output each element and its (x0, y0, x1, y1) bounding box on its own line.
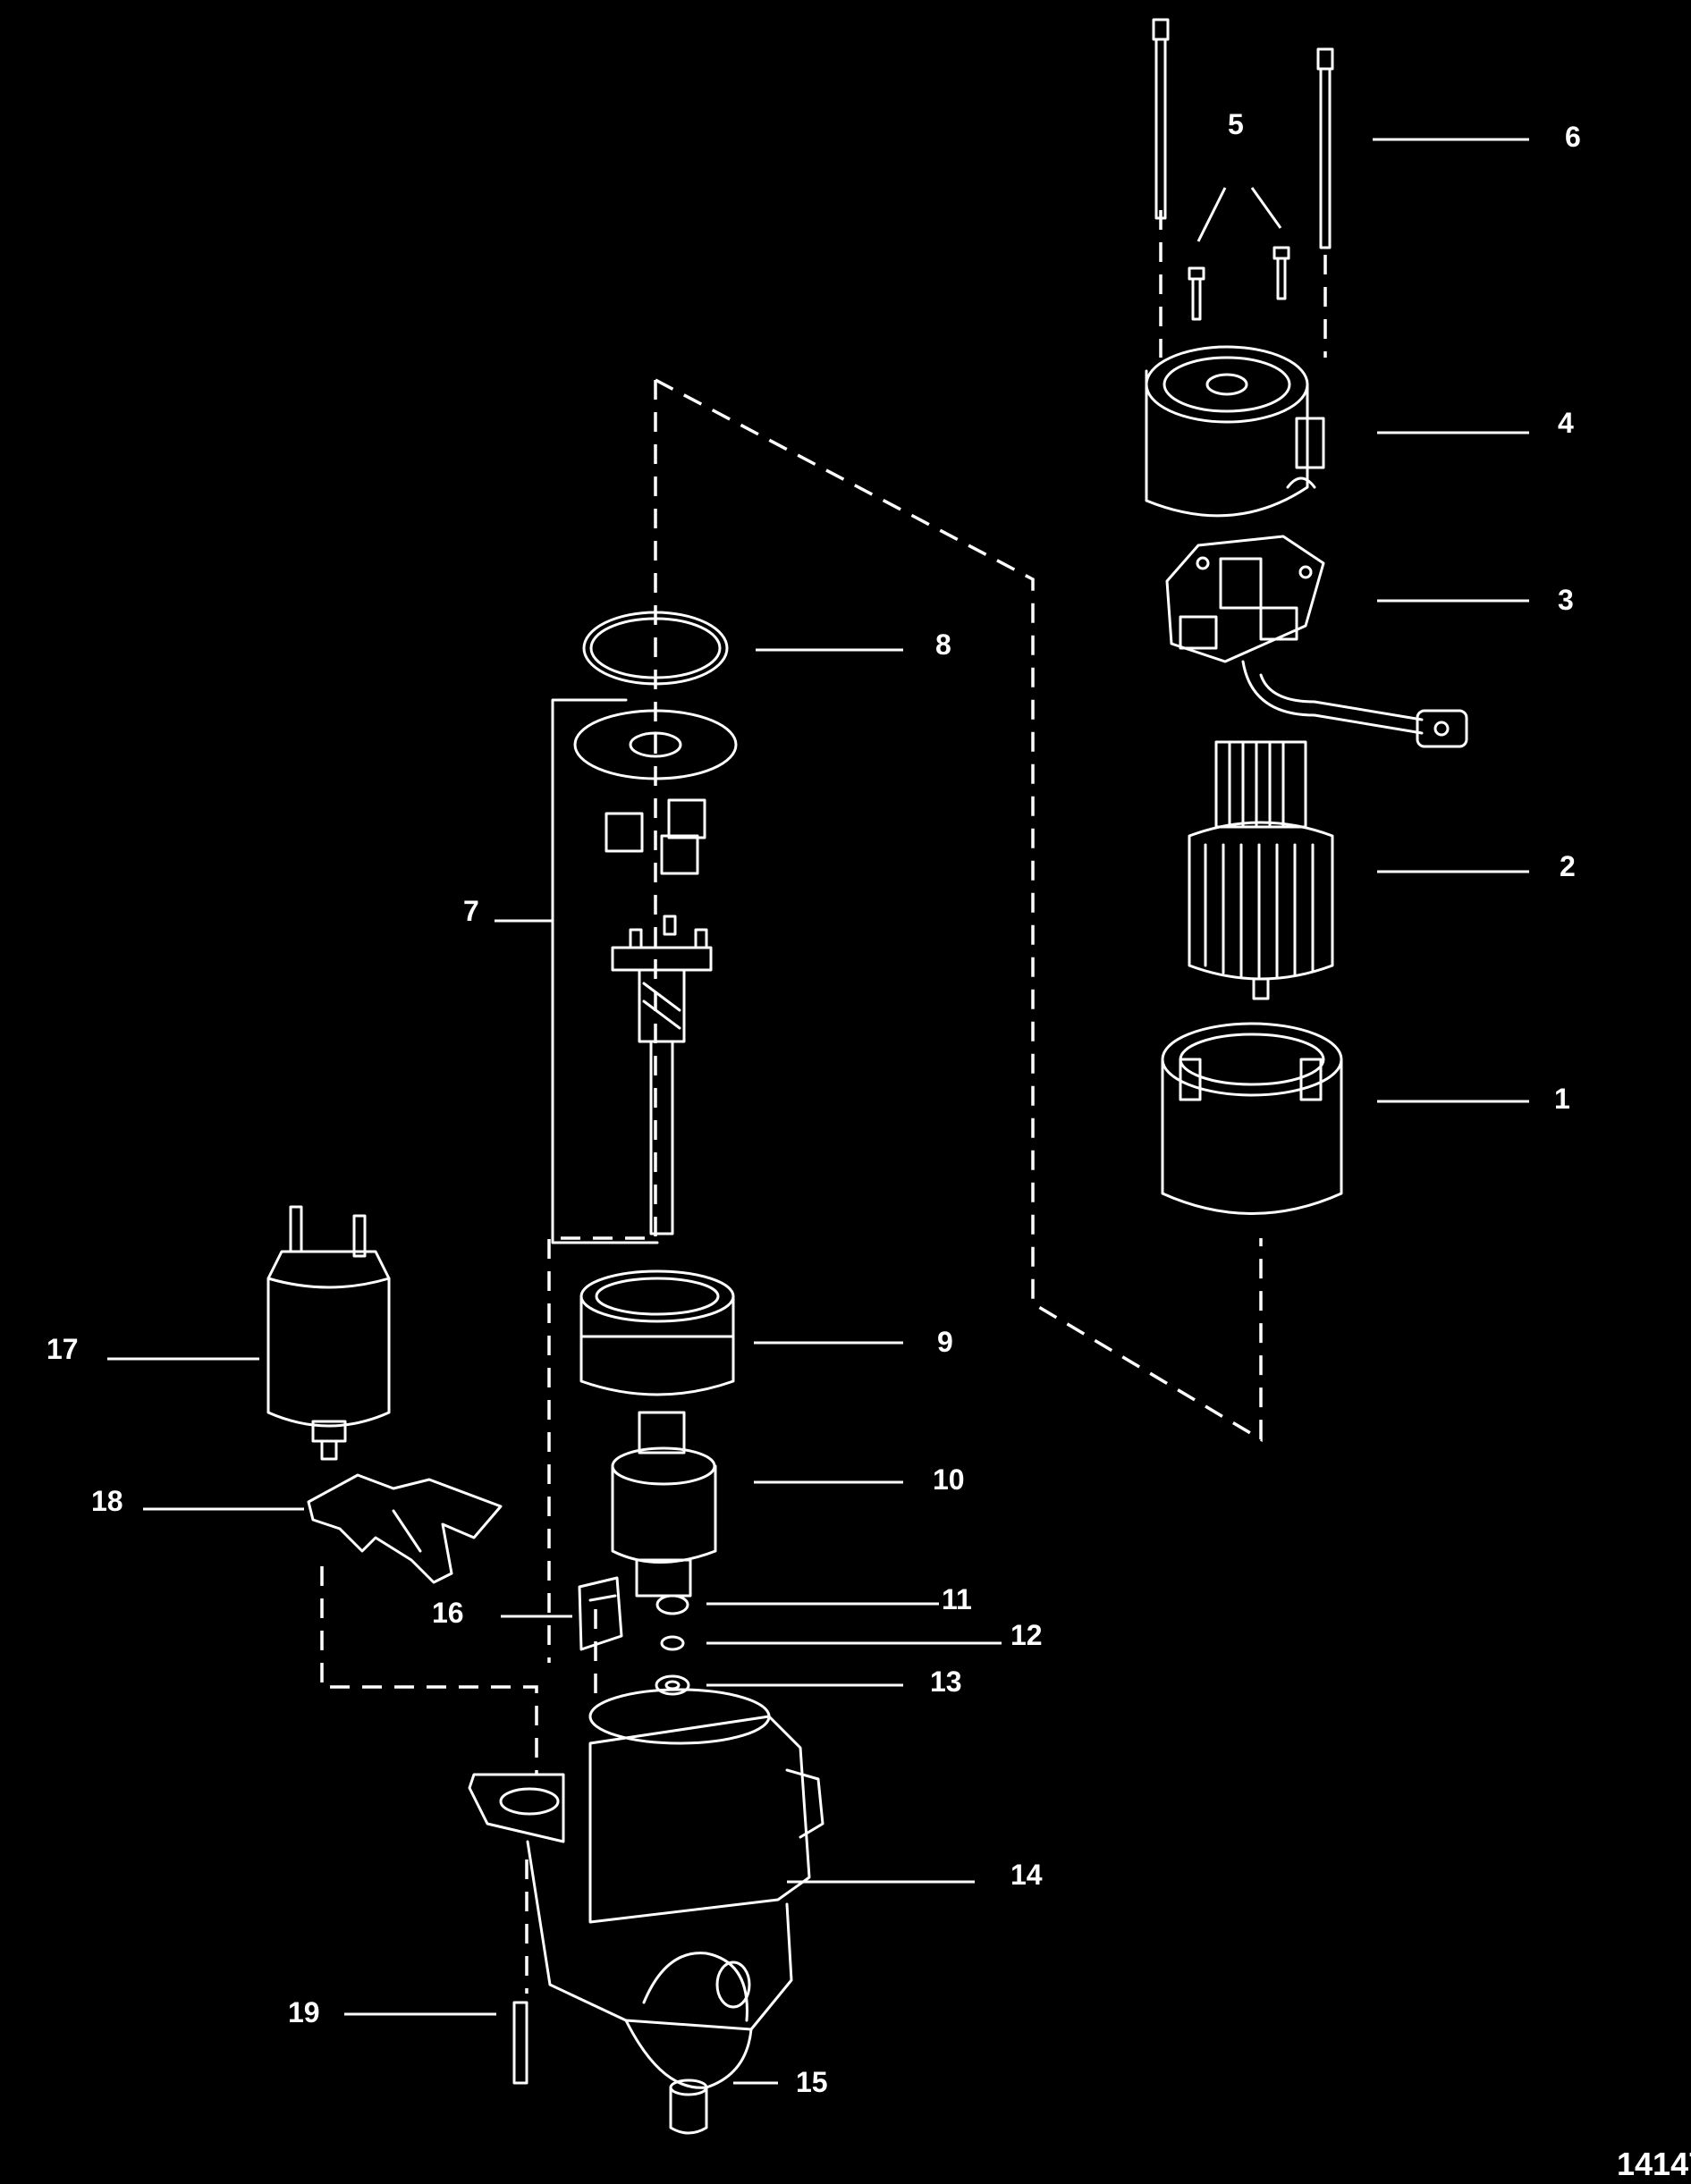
drive-housing (468, 1688, 824, 2089)
through-bolts (1152, 18, 1334, 249)
callout-2: 2 (1560, 850, 1576, 882)
callout-6: 6 (1565, 121, 1581, 153)
callout-12: 12 (1010, 1619, 1043, 1651)
callout-9: 9 (937, 1326, 953, 1358)
solenoid (266, 1205, 391, 1461)
planetary-gear-set (551, 698, 738, 1244)
callout-11: 11 (942, 1583, 972, 1615)
o-ring (582, 611, 729, 686)
callout-labels: 1 2 3 4 5 6 7 8 9 10 11 12 13 14 15 16 1… (47, 108, 1581, 2098)
callout-4: 4 (1558, 407, 1574, 439)
drive-pinion (611, 1411, 717, 1598)
end-cap (1145, 345, 1325, 518)
shift-fork (307, 1473, 503, 1584)
callout-3: 3 (1558, 584, 1574, 616)
screws (1188, 246, 1290, 321)
callout-16: 16 (432, 1597, 464, 1629)
armature (1188, 740, 1334, 1000)
washers (655, 1594, 690, 1696)
callout-19: 19 (288, 1996, 320, 2028)
figure-id: 14147 (1617, 2146, 1691, 2182)
callout-10: 10 (933, 1463, 965, 1496)
callout-13: 13 (930, 1665, 962, 1698)
callout-8: 8 (935, 628, 951, 661)
bolt (512, 2001, 528, 2085)
ring-gear (579, 1269, 735, 1396)
callout-14: 14 (1010, 1859, 1043, 1891)
callout-15: 15 (796, 2066, 828, 2098)
assembly-guide-lines (320, 210, 1327, 1994)
field-frame (1161, 1022, 1343, 1215)
callout-18: 18 (91, 1485, 123, 1517)
brush-plate (1165, 535, 1468, 748)
leader-lines (107, 138, 1529, 2085)
callout-5: 5 (1228, 108, 1244, 140)
callout-17: 17 (47, 1333, 79, 1365)
callout-7: 7 (463, 895, 479, 927)
bushing (669, 2079, 708, 2135)
plunger-block (578, 1576, 623, 1651)
callout-1: 1 (1554, 1083, 1570, 1115)
